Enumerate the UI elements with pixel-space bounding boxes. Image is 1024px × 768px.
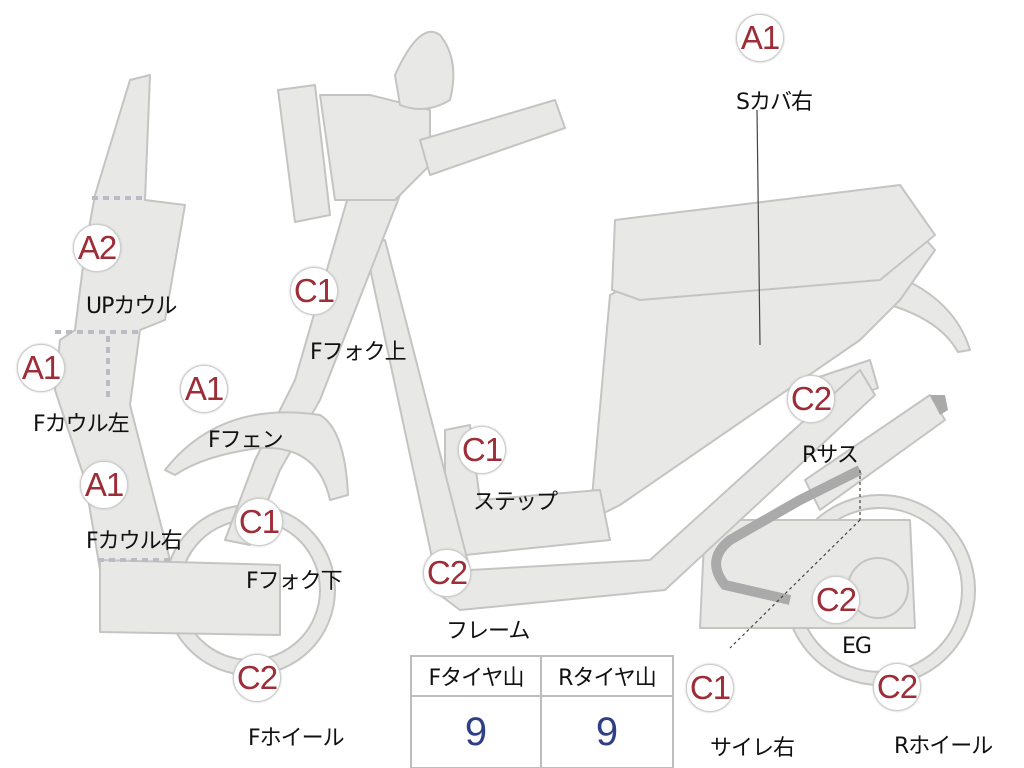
- marker-engine: C2: [812, 576, 860, 624]
- label-f-wheel: Fホイール: [248, 726, 345, 751]
- label-f-fender: Fフェン: [208, 428, 284, 453]
- label-f-cowl-left: Fカウル左: [33, 412, 130, 437]
- marker-f-cowl-left: A1: [17, 344, 65, 392]
- marker-frame: C2: [423, 549, 471, 597]
- marker-step: C1: [458, 426, 506, 474]
- marker-f-fork-upper: C1: [290, 267, 338, 315]
- front-tire-value: 9: [412, 697, 542, 767]
- front-fender-shape: [164, 411, 349, 501]
- marker-f-fork-lower: C1: [235, 498, 283, 546]
- marker-f-fender: A1: [180, 365, 228, 413]
- exhaust-pipe-shape: [711, 465, 863, 605]
- label-f-fork-upper: Fフォク上: [310, 340, 407, 365]
- label-s-cover-right: Sカバ右: [736, 90, 813, 115]
- marker-f-wheel: C2: [233, 654, 281, 702]
- label-r-suspension: Rサス: [802, 443, 859, 468]
- label-engine: EG: [842, 634, 872, 659]
- marker-up-cowl: A2: [73, 224, 121, 272]
- marker-r-wheel: C2: [873, 663, 921, 711]
- headlight-shape: [319, 94, 431, 201]
- marker-r-suspension: C2: [787, 375, 835, 423]
- label-up-cowl: UPカウル: [86, 294, 177, 319]
- label-r-wheel: Rホイール: [894, 734, 993, 759]
- label-f-fork-lower: Fフォク下: [246, 569, 343, 594]
- tire-tread-table: Fタイヤ山 Rタイヤ山 9 9: [410, 655, 674, 768]
- mirror-shape: [394, 30, 455, 110]
- label-muffler-right: サイレ右: [710, 736, 795, 761]
- marker-s-cover-right: A1: [736, 14, 784, 62]
- front-tire-header: Fタイヤ山: [412, 657, 542, 697]
- marker-muffler-right: C1: [686, 664, 734, 712]
- rear-tire-value: 9: [595, 709, 619, 754]
- label-step: ステップ: [473, 490, 558, 515]
- front-fork-shape: [224, 189, 401, 546]
- label-frame: フレーム: [446, 619, 530, 644]
- frame-tube-shape: [364, 239, 876, 611]
- marker-f-cowl-right: A1: [80, 461, 128, 509]
- label-f-cowl-right: Fカウル右: [86, 529, 183, 554]
- rear-fender-shape: [889, 274, 971, 353]
- grip-shape: [277, 84, 331, 223]
- seat-shape: [611, 184, 936, 301]
- handlebar-shape: [419, 99, 566, 176]
- rear-tire-header: Rタイヤ山: [542, 657, 672, 697]
